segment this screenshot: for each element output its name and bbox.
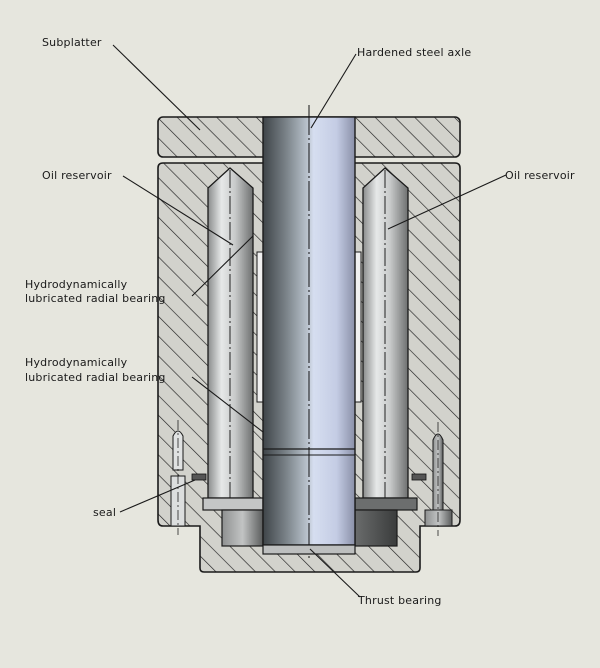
label-radial-bearing-lower-1: Hydrodynamically: [25, 356, 128, 369]
label-axle: Hardened steel axle: [357, 46, 471, 59]
label-subplatter: Subplatter: [42, 36, 102, 49]
right-bolt: [424, 422, 453, 536]
leader-thrust-bearing: [309, 548, 361, 598]
right-oil-reservoir: [362, 167, 409, 500]
leader-subplatter: [112, 44, 201, 131]
left-seal: [191, 473, 207, 481]
right-lower-collar: [354, 509, 398, 547]
leader-oil-reservoir-right: [387, 174, 507, 230]
label-radial-bearing-upper-2: lubricated radial bearing: [25, 292, 166, 305]
radial-bearing-right-strip: [354, 251, 362, 403]
leader-axle: [310, 53, 357, 129]
thrust-bearing: [262, 544, 356, 555]
left-lower-collar: [221, 509, 264, 547]
hardened-steel-axle: [262, 105, 356, 560]
leader-radial-bearing-upper: [191, 235, 254, 297]
leader-lines: [112, 44, 507, 598]
radial-bearing-left-strip: [256, 251, 264, 403]
label-radial-bearing-lower-2: lubricated radial bearing: [25, 371, 166, 384]
left-screw: [170, 420, 186, 535]
right-retaining-ring: [354, 497, 418, 511]
label-oil-reservoir-right: Oil reservoir: [505, 169, 575, 182]
label-oil-reservoir-left: Oil reservoir: [42, 169, 112, 182]
right-seal: [411, 473, 427, 481]
leader-seal: [119, 479, 196, 513]
label-thrust-bearing: Thrust bearing: [357, 594, 442, 607]
label-seal: seal: [93, 506, 116, 519]
left-oil-reservoir: [207, 167, 254, 500]
leader-oil-reservoir-left: [122, 175, 234, 246]
label-radial-bearing-upper-1: Hydrodynamically: [25, 278, 128, 291]
left-retaining-ring: [202, 497, 264, 511]
leader-radial-bearing-lower: [191, 376, 264, 433]
